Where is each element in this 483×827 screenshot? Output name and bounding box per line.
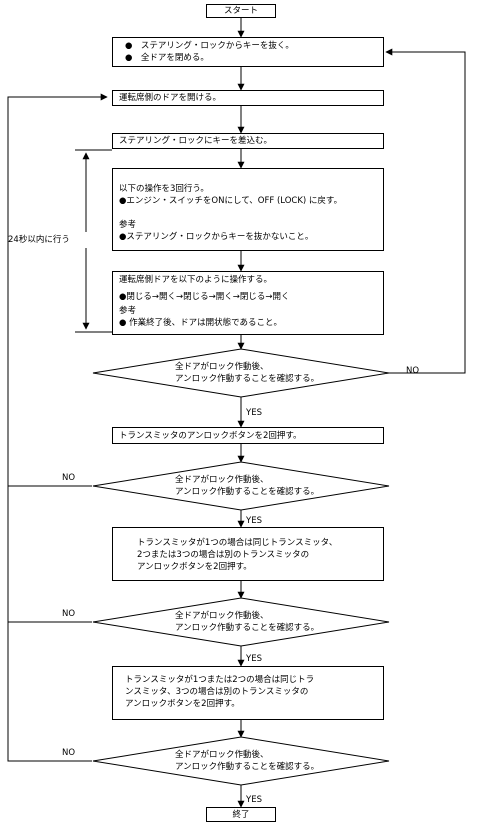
check1-line-1: 全ドアがロック作動後、: [175, 362, 269, 372]
step4-note-title: 参考: [119, 220, 137, 230]
check4-line-2: アンロック作動することを確認する。: [175, 762, 320, 772]
no-loop-check1-to-step1: [385, 48, 466, 374]
end-terminal: 終了: [206, 807, 276, 822]
step-transmitter-third-press: トランスミッタが1つまたは2つの場合は同じトラ ンスミッタ、3つの場合は別のトラ…: [112, 666, 384, 720]
step4-title: 以下の操作を3回行う。: [119, 184, 209, 194]
step8-line-2: ンスミッタ、3つの場合は別のトランスミッタの: [125, 687, 309, 697]
step8-line-3: アンロックボタンを2回押す。: [125, 699, 240, 709]
yes-label-3: YES: [246, 654, 262, 664]
check4-line-1: 全ドアがロック作動後、: [175, 750, 269, 760]
step7-line-2: 2つまたは3つの場合は別のトランスミッタの: [137, 550, 310, 560]
decision-1-text: 全ドアがロック作動後、 アンロック作動することを確認する。: [175, 361, 319, 385]
check2-line-1: 全ドアがロック作動後、: [175, 475, 269, 485]
step-open-driver-door: 運転席側のドアを開ける。: [112, 90, 384, 106]
step5-note-title: 参考: [119, 306, 137, 316]
step7-line-3: アンロックボタンを2回押す。: [137, 562, 252, 572]
check3-line-2: アンロック作動することを確認する。: [175, 623, 320, 633]
no-label-2: NO: [62, 473, 76, 483]
check2-line-2: アンロック作動することを確認する。: [175, 487, 320, 497]
step1-line-1: ● ステアリング・ロックからキーを抜く。: [125, 41, 294, 51]
step1-line-2: ● 全ドアを閉める。: [125, 53, 209, 63]
step5-title: 運転席側ドアを以下のように操作する。: [119, 275, 273, 285]
step-press-unlock-twice: トランスミッタのアンロックボタンを2回押す。: [112, 427, 384, 444]
start-terminal: スタート: [206, 4, 276, 18]
decision-3-text: 全ドアがロック作動後、 アンロック作動することを確認する。: [175, 610, 319, 634]
decision-diamond-1: [92, 348, 390, 398]
check3-line-1: 全ドアがロック作動後、: [175, 611, 269, 621]
yes-label-4: YES: [246, 795, 262, 805]
step5-action: ●閉じる→開く→閉じる→開く→閉じる→開く: [119, 292, 290, 302]
no-label-4: NO: [62, 748, 76, 758]
decision-diamond-2: [92, 461, 390, 511]
step-ignition-cycle: 以下の操作を3回行う。 ●エンジン・スイッチをONにして、OFF (LOCK) …: [112, 168, 384, 251]
step-remove-key-close-doors: ● ステアリング・ロックからキーを抜く。 ● 全ドアを閉める。: [112, 37, 384, 67]
step-insert-key: ステアリング・ロックにキーを差込む。: [112, 133, 384, 149]
step7-line-1: トランスミッタが1つの場合は同じトランスミッタ、: [137, 538, 338, 548]
step-door-operation: 運転席側ドアを以下のように操作する。 ●閉じる→開く→閉じる→開く→閉じる→開く…: [112, 271, 384, 335]
time-limit-label: 24秒以内に行う: [8, 235, 70, 245]
step8-line-1: トランスミッタが1つまたは2つの場合は同じトラ: [125, 675, 315, 685]
decision-diamond-3: [92, 597, 390, 647]
no-path-check4: [7, 93, 108, 762]
decision-4-text: 全ドアがロック作動後、 アンロック作動することを確認する。: [175, 749, 319, 773]
decision-diamond-4: [92, 736, 390, 786]
yes-label-2: YES: [246, 516, 262, 526]
step4-note: ●ステアリング・ロックからキーを抜かないこと。: [119, 232, 314, 242]
decision-2-text: 全ドアがロック作動後、 アンロック作動することを確認する。: [175, 474, 319, 498]
yes-label-1: YES: [246, 408, 262, 418]
no-label-3: NO: [62, 609, 76, 619]
step-transmitter-second-press: トランスミッタが1つの場合は同じトランスミッタ、 2つまたは3つの場合は別のトラ…: [112, 527, 384, 581]
step5-note: ● 作業終了後、ドアは開状態であること。: [119, 318, 283, 328]
no-label-1: NO: [406, 366, 420, 376]
check1-line-2: アンロック作動することを確認する。: [175, 374, 320, 384]
step4-action: ●エンジン・スイッチをONにして、OFF (LOCK) に戻す。: [119, 196, 343, 206]
